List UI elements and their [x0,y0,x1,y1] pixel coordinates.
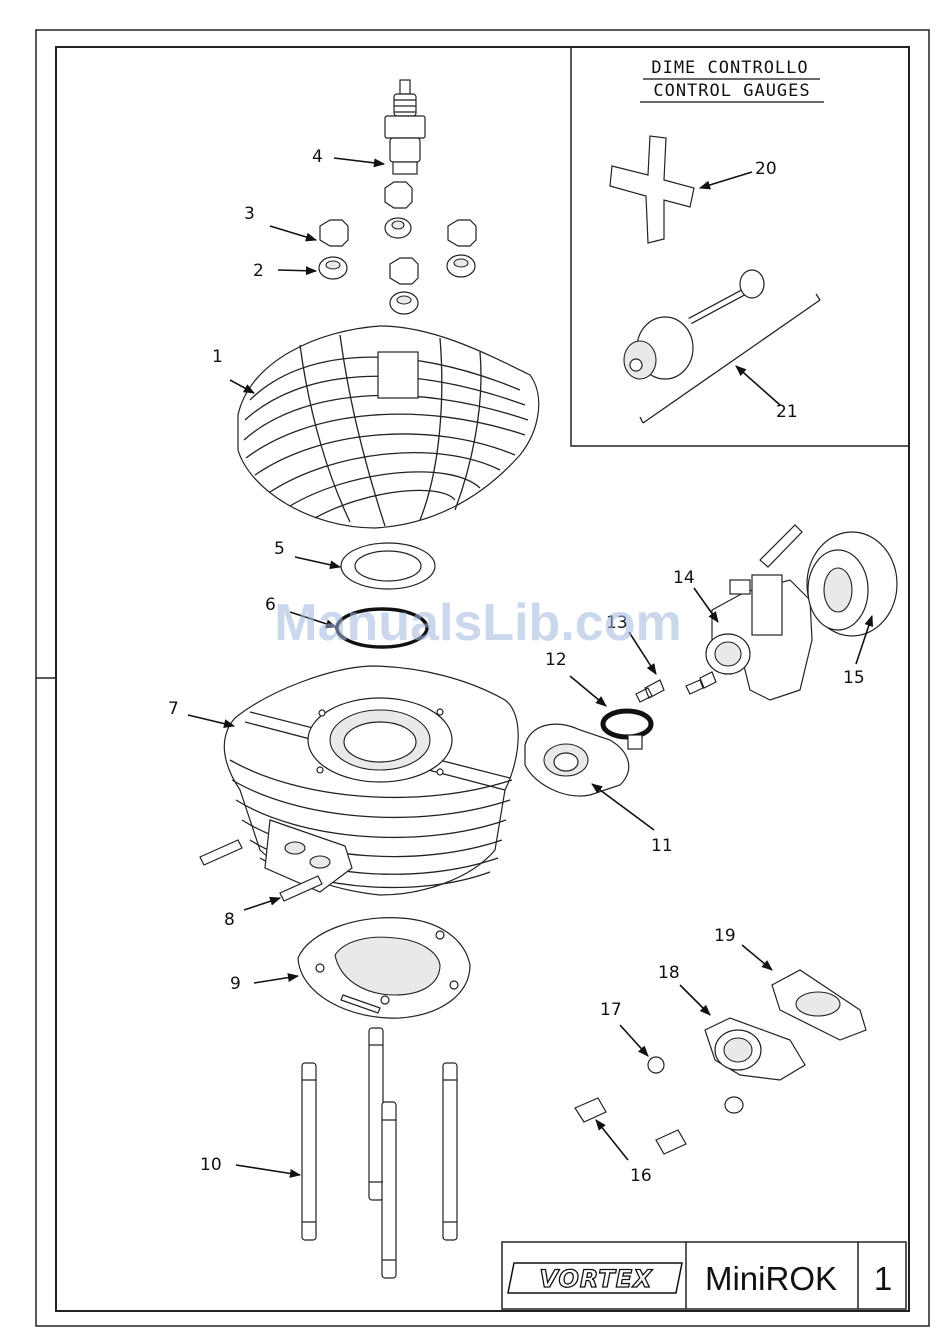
callout-14: 14 [673,568,695,588]
callout-18: 18 [658,963,680,983]
t-shaped-gauge [610,136,694,243]
screws [636,672,716,702]
gauges-title-it: DIME CONTROLLO [651,58,808,78]
gauges-box: DIME CONTROLLO CONTROL GAUGES [571,47,909,446]
callout-10: 10 [200,1155,222,1175]
base-gasket [298,918,470,1018]
callout-20: 20 [755,159,777,179]
carburettor [706,525,812,700]
callout-11: 11 [651,836,673,856]
logo-text: VORTEX [539,1265,653,1293]
callout-21: 21 [776,402,798,422]
nuts-and-washers [319,182,476,314]
callout-1: 1 [212,347,223,367]
callout-17: 17 [600,1000,622,1020]
callout-9: 9 [230,974,241,994]
callout-5: 5 [274,539,285,559]
sheet-number: 1 [874,1260,892,1297]
callout-19: 19 [714,926,736,946]
cylinder-studs [302,1028,457,1278]
watermark: ManualsLib.com [274,594,681,652]
title-block: VORTEX MiniROK 1 [502,1242,906,1309]
gauges-title-en: CONTROL GAUGES [653,81,810,101]
callout-2: 2 [253,261,264,281]
callout-4: 4 [312,147,323,167]
cylinder [224,666,518,895]
cylinder-head [238,326,539,528]
air-filter-cap [807,532,897,636]
callout-7: 7 [168,699,179,719]
callout-8: 8 [224,910,235,930]
spark-plug [385,80,425,174]
callout-3: 3 [244,204,255,224]
exhaust-parts [575,970,866,1154]
callout-12: 12 [545,650,567,670]
piston-gauge [624,270,820,423]
model-name: MiniROK [705,1260,837,1297]
callout-16: 16 [630,1166,652,1186]
callout-15: 15 [843,668,865,688]
